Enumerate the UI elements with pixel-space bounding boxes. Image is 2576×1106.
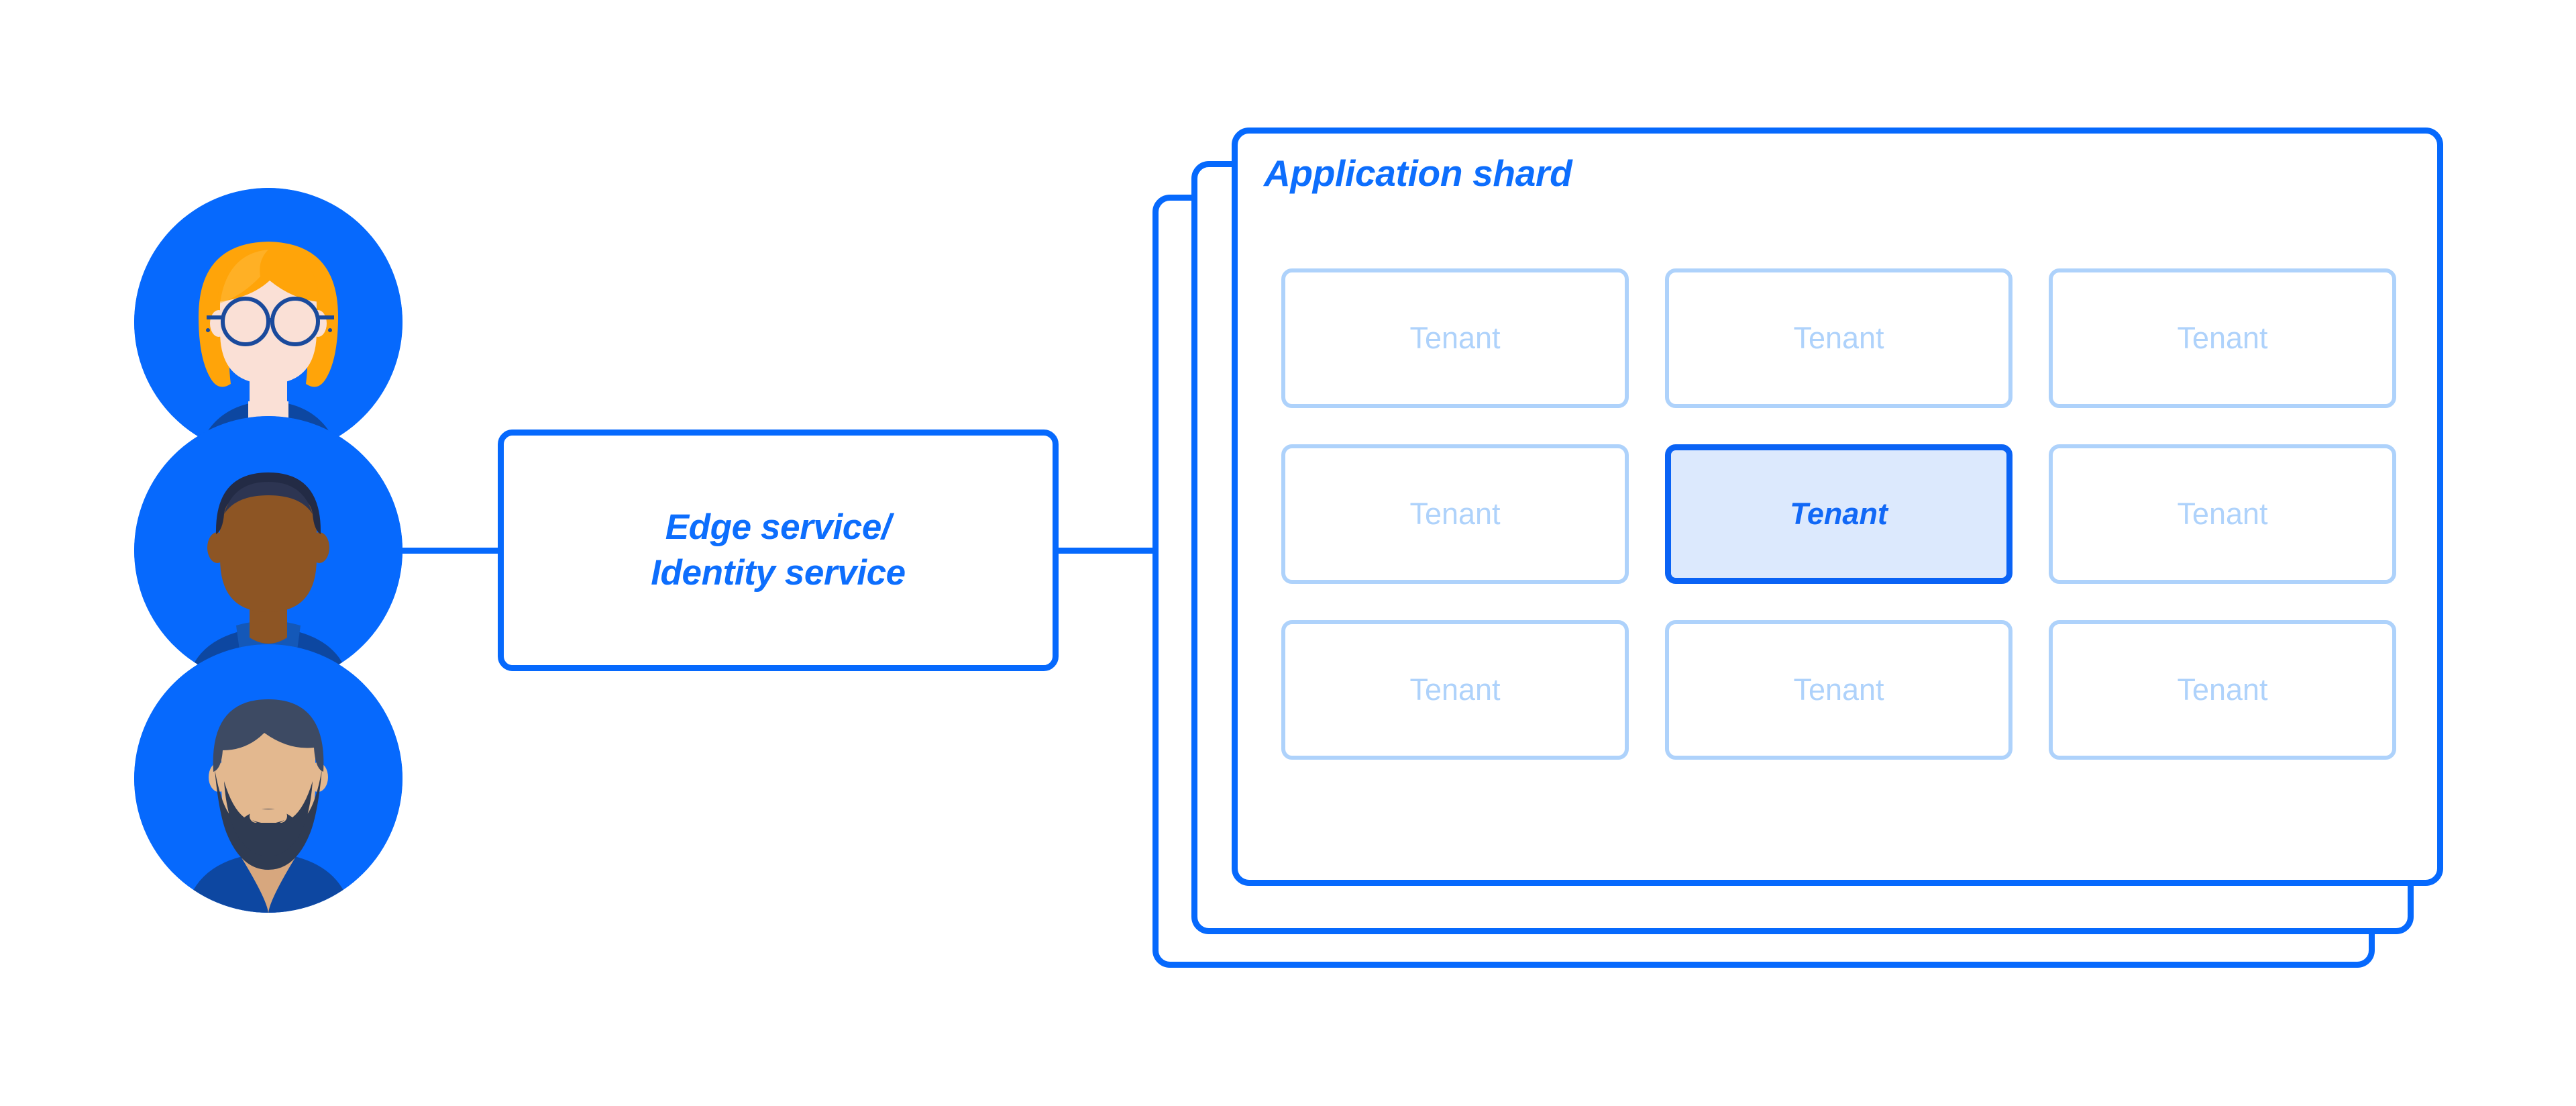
- tenant-cell[interactable]: Tenant: [1281, 620, 1629, 760]
- tenant-label: Tenant: [1409, 672, 1501, 707]
- tenant-cell[interactable]: Tenant: [2049, 620, 2396, 760]
- tenant-label: Tenant: [1790, 497, 1888, 531]
- edge-service-label: Edge service/ Identity service: [651, 507, 906, 593]
- tenant-label: Tenant: [1793, 672, 1884, 707]
- connector-edge-service-to-shard: [1056, 548, 1158, 554]
- tenant-grid: Tenant Tenant Tenant Tenant Tenant Tenan…: [1281, 268, 2396, 760]
- edge-service-box[interactable]: Edge service/ Identity service: [498, 430, 1059, 671]
- tenant-cell[interactable]: Tenant: [2049, 444, 2396, 584]
- tenant-cell[interactable]: Tenant: [1665, 268, 2012, 408]
- tenant-label: Tenant: [2177, 672, 2268, 707]
- user-avatar-man-short-hair: [134, 416, 402, 685]
- connector-users-to-edge-service: [400, 548, 500, 554]
- user-avatar-woman-glasses: [134, 188, 402, 456]
- tenant-cell-active[interactable]: Tenant: [1665, 444, 2012, 584]
- tenant-cell[interactable]: Tenant: [1281, 444, 1629, 584]
- tenant-label: Tenant: [2177, 321, 2268, 355]
- tenant-cell[interactable]: Tenant: [2049, 268, 2396, 408]
- user-avatar-man-beard: [134, 644, 402, 913]
- tenant-label: Tenant: [1409, 497, 1501, 531]
- tenant-cell[interactable]: Tenant: [1665, 620, 2012, 760]
- tenant-label: Tenant: [1409, 321, 1501, 355]
- tenant-label: Tenant: [2177, 497, 2268, 531]
- tenant-cell[interactable]: Tenant: [1281, 268, 1629, 408]
- tenant-label: Tenant: [1793, 321, 1884, 355]
- application-shard-title: Application shard: [1264, 152, 1572, 194]
